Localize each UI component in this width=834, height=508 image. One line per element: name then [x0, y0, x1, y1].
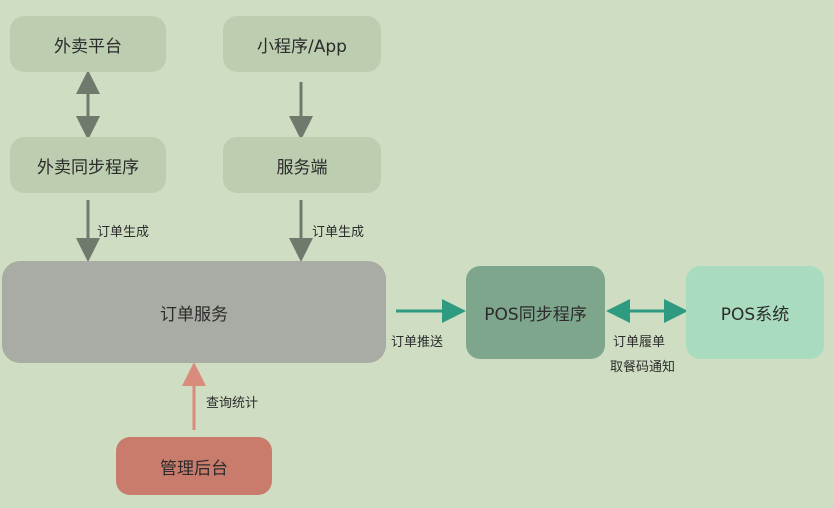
label-pickup-notify: 取餐码通知 [610, 360, 676, 375]
node-order-service: 订单服务 [2, 261, 386, 363]
node-admin-backend: 管理后台 [116, 437, 272, 495]
node-waimai-platform: 外卖平台 [10, 16, 166, 72]
node-service-end: 服务端 [223, 137, 381, 193]
node-waimai-sync: 外卖同步程序 [10, 137, 166, 193]
label-order-fulfill: 订单履单 [613, 335, 666, 350]
label-order-gen-right: 订单生成 [312, 225, 365, 240]
node-mini-program: 小程序/App [223, 16, 381, 72]
label-query-stats: 查询统计 [206, 396, 259, 411]
node-pos-system: POS系统 [686, 266, 824, 359]
label-order-push: 订单推送 [391, 335, 444, 350]
label-order-gen-left: 订单生成 [97, 225, 150, 240]
node-pos-sync: POS同步程序 [466, 266, 605, 359]
